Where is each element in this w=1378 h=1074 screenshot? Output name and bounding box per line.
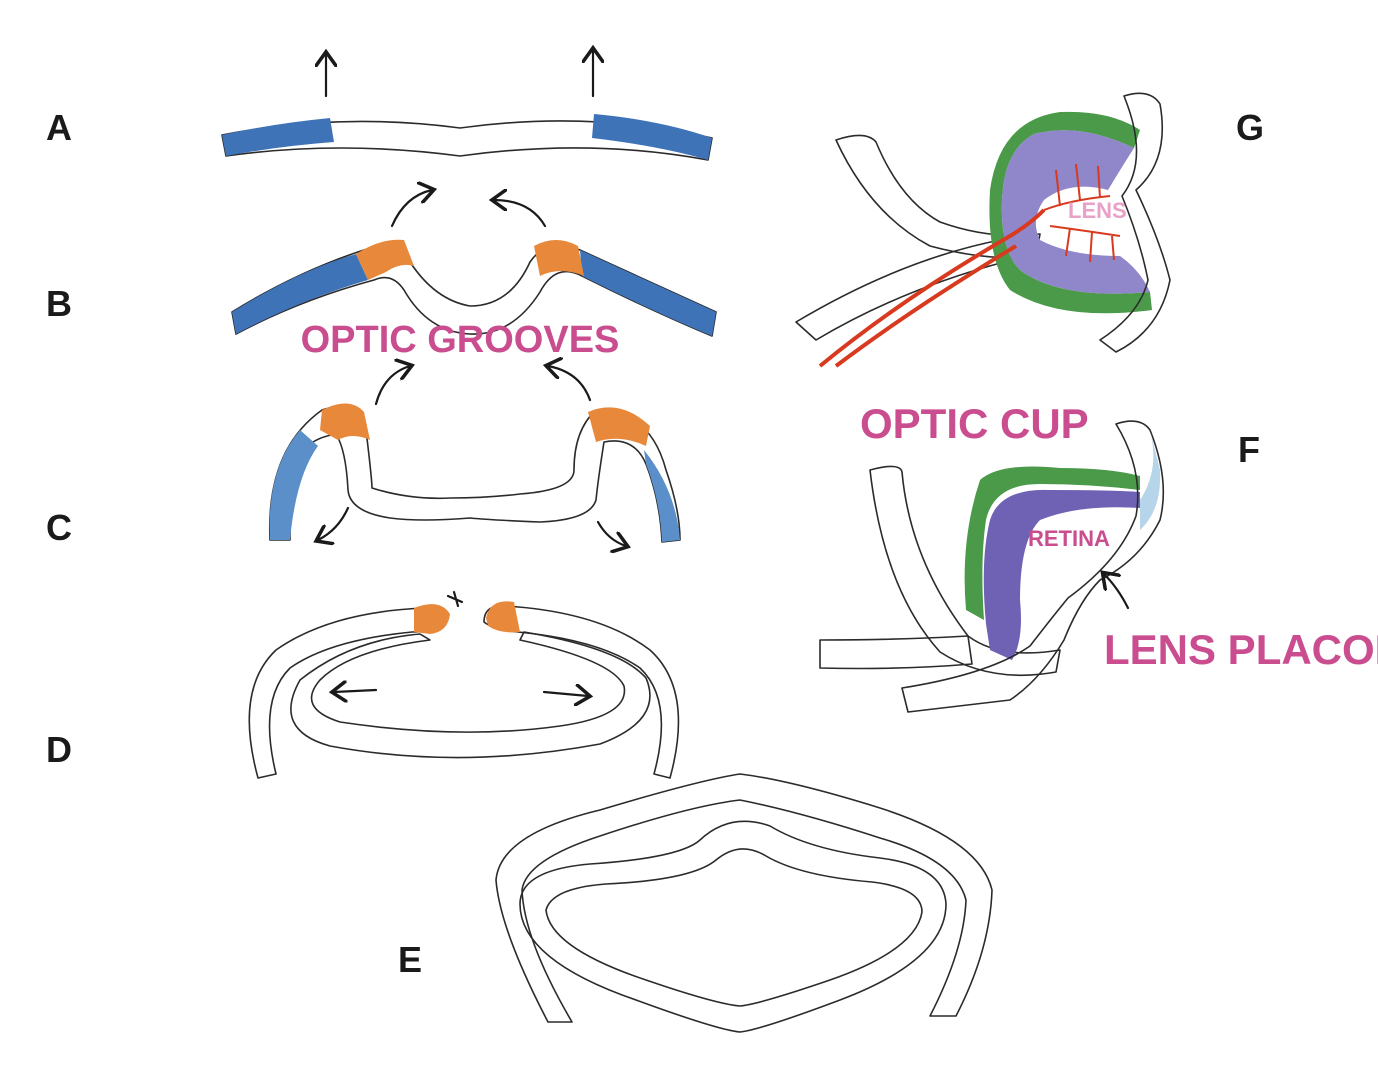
panel-f-optic-cup (819, 420, 1165, 713)
panel-d-arrow-right (542, 692, 588, 696)
panel-d-neural-crest-left (414, 604, 450, 634)
panel-f-lens-placode-arrow (1104, 574, 1130, 610)
panel-c-fold-left-dark (269, 430, 318, 540)
panel-d-neural-tube-closing (248, 590, 680, 779)
panel-letter-g: G (1236, 107, 1264, 148)
panel-c-folding (268, 366, 681, 546)
panel-e-inner-light (519, 820, 947, 1033)
panel-letter-f: F (1238, 429, 1260, 470)
label-optic-cup: OPTIC CUP (860, 400, 1089, 447)
panel-a-neural-plate (221, 50, 713, 161)
label-lens: LENS (1068, 198, 1127, 223)
panel-letter-d: D (46, 729, 72, 770)
panel-b-plate-left-dark (232, 254, 368, 334)
panel-c-fold-right-dark (644, 450, 680, 542)
panel-c-arrow-bottom-left (318, 506, 350, 540)
panel-f-optic-stalk (869, 465, 1061, 677)
panel-f-ectoderm-light-tip (1140, 430, 1161, 530)
panel-c-arrow-top-right (548, 366, 592, 402)
panel-g-retina-purple (1001, 130, 1150, 294)
panel-a-plate-left-dark (222, 118, 334, 156)
panel-e-lumen (545, 848, 923, 1007)
panel-d-arrow-left (334, 690, 378, 692)
panel-letter-e: E (398, 939, 422, 980)
label-optic-grooves: OPTIC GROOVES (301, 319, 620, 361)
panel-g-hyaloid-vessel (818, 208, 1046, 368)
panel-g-pigment-green (989, 111, 1152, 314)
panel-b-arrow-right (494, 200, 547, 228)
panel-f-brain-wall (819, 635, 973, 670)
panel-g-surface-ectoderm (1099, 92, 1171, 353)
panel-c-neural-crest-right (588, 407, 650, 446)
panel-d-outer-dark-right (483, 605, 680, 779)
panel-letter-a: A (46, 107, 72, 148)
panel-b-optic-grooves (231, 190, 717, 337)
panel-letter-c: C (46, 507, 72, 548)
panel-b-neural-crest-right (534, 240, 584, 276)
panel-d-outer-dark (248, 607, 447, 779)
panel-c-neural-crest-left (320, 403, 370, 440)
panel-c-arrow-bottom-right (596, 520, 626, 546)
panel-f-retina-purple (983, 489, 1140, 660)
label-retina: RETINA (1028, 526, 1110, 551)
panel-b-neural-crest-left (356, 239, 414, 280)
panel-a-plate-right-dark (592, 114, 712, 160)
panel-d-neural-crest-right (486, 601, 520, 633)
panel-c-arrow-top-left (374, 366, 410, 406)
panel-f-surface-ectoderm (901, 420, 1165, 713)
panel-e-neural-tube (495, 773, 993, 1033)
panel-d-inner-light (290, 631, 651, 759)
panel-b-arrow-left (390, 190, 432, 228)
panel-letter-b: B (46, 283, 72, 324)
panel-f-pigment-green (964, 466, 1140, 620)
label-lens-placode: LENS PLACODE (1104, 626, 1378, 673)
panel-d-fusion-mark (446, 590, 464, 608)
panel-g-lens-vessels (1043, 163, 1121, 263)
panel-b-plate-right-dark (580, 250, 716, 336)
panel-e-outer-dark (495, 773, 993, 1023)
panel-g-eye-with-lens (795, 92, 1171, 368)
